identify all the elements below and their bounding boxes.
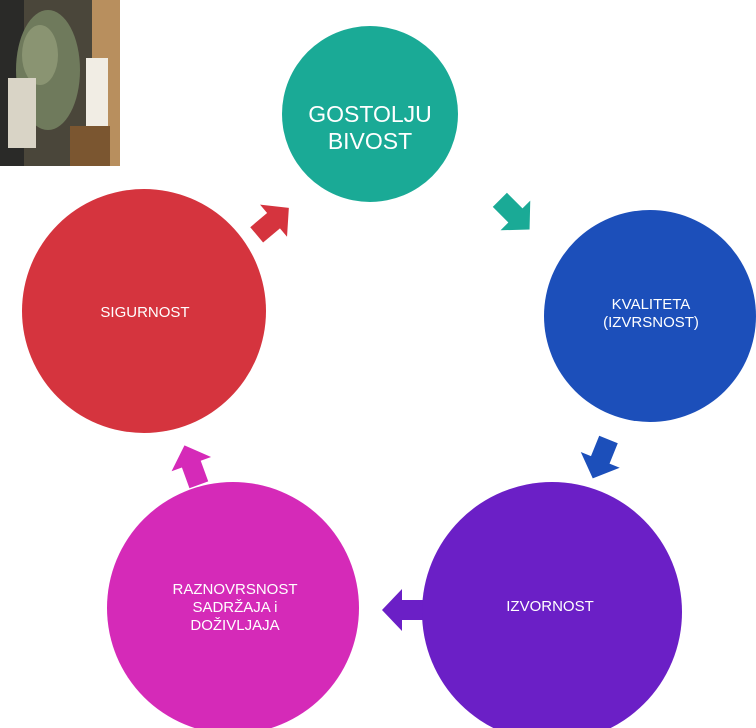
node-label-izvornost: IZVORNOST — [506, 598, 594, 616]
arrow-kvaliteta-to-izvornost — [580, 435, 620, 479]
arrow-izvornost-to-raznovrsnost — [382, 589, 424, 631]
node-label-kvaliteta: KVALITETA (IZVRSNOST) — [603, 296, 699, 331]
arrow-gostoljubivost-to-kvaliteta — [492, 192, 531, 231]
node-label-raznovrsnost: RAZNOVRSNOST SADRŽAJA i DOŽIVLJAJA — [172, 581, 298, 634]
people-photo — [0, 0, 120, 166]
node-circle-kvaliteta — [544, 210, 756, 422]
arrow-sigurnost-to-gostoljubivost — [250, 204, 289, 243]
node-circle-raznovrsnost — [107, 482, 359, 728]
node-label-sigurnost: SIGURNOST — [100, 304, 190, 322]
node-circle-gostoljubivost — [282, 26, 458, 202]
node-circle-izvornost — [422, 482, 682, 728]
node-circle-sigurnost — [22, 189, 266, 433]
node-label-gostoljubivost: GOSTOLJU BIVOST — [308, 100, 432, 154]
people-at-table-photo-icon — [0, 0, 120, 166]
arrow-raznovrsnost-to-sigurnost — [171, 445, 212, 489]
